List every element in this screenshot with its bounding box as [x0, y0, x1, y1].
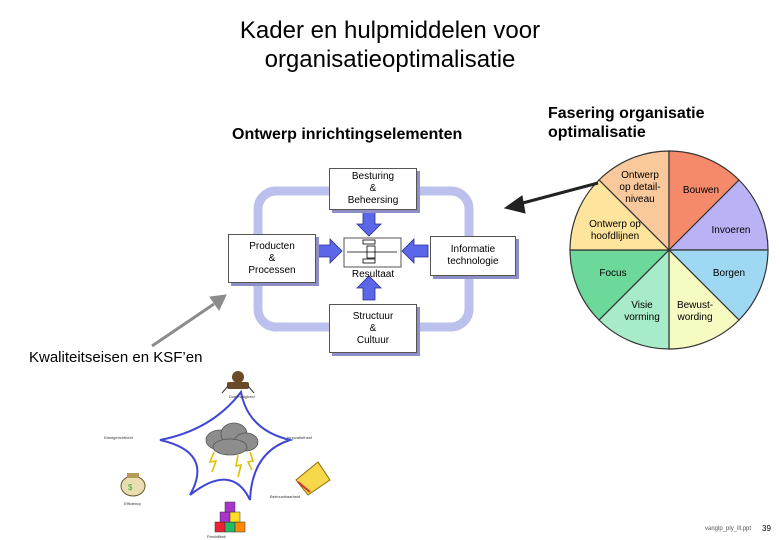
quality-label-4: Efficiency	[124, 501, 142, 506]
label-visievorming-2: vorming	[624, 312, 660, 323]
phase-wheel	[569, 150, 769, 350]
label-invoeren: Invoeren	[711, 225, 751, 236]
box-structuur-line-3: Cultuur	[356, 334, 390, 346]
arrow-from-left	[315, 238, 343, 264]
segment-invoeren	[667, 179, 769, 251]
label-ontwerp-hoofdlijnen-1: Ontwerp op	[589, 219, 641, 230]
box-structuur-line-2: &	[369, 322, 377, 334]
blocks-icon	[214, 501, 246, 533]
label-focus: Focus	[599, 268, 627, 279]
label-visievorming-1: Visie	[631, 300, 653, 311]
lightning-icon	[208, 451, 255, 478]
box-informatie: Informatie technologie	[430, 236, 516, 276]
segment-visievorming	[598, 248, 670, 350]
box-producten: Producten & Processen	[228, 234, 316, 283]
phasing-heading: Fasering organisatie optimalisatie	[548, 104, 705, 142]
notepad-icon	[295, 461, 331, 496]
label-bewustwording: Bewust- wording	[668, 300, 722, 324]
box-producten-line-3: Processen	[248, 264, 296, 276]
quality-label-6: Flexibiliteit	[207, 534, 226, 539]
label-borgen: Borgen	[712, 268, 746, 279]
box-besturing: Besturing & Beheersing	[329, 168, 417, 210]
segment-borgen	[667, 249, 769, 321]
title-line-2: organisatieoptimalisatie	[264, 46, 516, 73]
segment-bewustwording	[668, 248, 740, 350]
segment-ontwerp-detail	[598, 150, 670, 252]
label-ontwerp-detail: Ontwerp op detail- niveau	[612, 170, 668, 206]
arrow-from-right	[401, 238, 429, 264]
quality-label-3: Innovatiefheid	[287, 435, 312, 440]
quality-heading: Kwaliteitseisen en KSF’en	[29, 349, 203, 366]
result-mini-diagram	[347, 239, 397, 264]
result-box	[343, 237, 402, 268]
box-producten-line-2: &	[268, 252, 276, 264]
black-arrow	[503, 181, 599, 214]
quality-label-2: Klantgerichtheid	[104, 435, 133, 440]
label-ontwerp-detail-2: op detail-	[619, 182, 661, 193]
segment-focus	[569, 249, 671, 321]
box-structuur: Structuur & Cultuur	[329, 304, 417, 353]
box-besturing-line-2: &	[369, 183, 377, 194]
footer-file: vanglp_ply_ill.ppt	[705, 526, 752, 532]
box-besturing-line-3: Beheersing	[347, 195, 399, 206]
inward-arrows	[315, 211, 429, 301]
label-ontwerp-detail-3: niveau	[625, 194, 655, 205]
quality-label-5: Betrouwbaarheid	[270, 494, 301, 499]
arrow-from-top	[356, 211, 382, 237]
box-besturing-line-1: Besturing	[351, 171, 395, 182]
result-label: Resultaat	[351, 269, 395, 280]
box-informatie-line-1: Informatie	[450, 244, 496, 255]
page-title: Kader en hulpmiddelen voor organisatieop…	[0, 16, 780, 74]
label-bewustwording-2: wording	[677, 312, 713, 323]
box-informatie-line-2: technologie	[447, 256, 499, 267]
design-heading: Ontwerp inrichtingselementen	[232, 126, 463, 143]
footer-page: 39	[762, 524, 771, 533]
label-ontwerp-hoofdlijnen: Ontwerp op hoofdlijnen	[582, 219, 648, 243]
box-structuur-line-1: Structuur	[352, 310, 394, 322]
label-ontwerp-hoofdlijnen-2: hoofdlijnen	[590, 231, 640, 242]
phasing-heading-line-1: Fasering organisatie	[548, 105, 705, 122]
storm-cloud-icon	[205, 422, 259, 456]
money-bag-icon: $	[120, 473, 146, 497]
label-bewustwording-1: Bewust-	[676, 300, 714, 311]
arrow-from-bottom	[356, 275, 382, 301]
segment-bouwen	[668, 150, 740, 252]
label-bouwen: Bouwen	[682, 185, 720, 196]
label-ontwerp-detail-1: Ontwerp	[621, 170, 659, 181]
phasing-heading-line-2: optimalisatie	[548, 124, 646, 141]
gray-arrow	[151, 294, 227, 348]
title-line-1: Kader en hulpmiddelen voor	[239, 17, 541, 44]
quality-label-1: Doelmatigheid	[229, 394, 255, 399]
label-visievorming: Visie vorming	[616, 300, 668, 324]
puppet-icon	[221, 371, 255, 394]
box-producten-line-1: Producten	[249, 240, 295, 252]
svg-text:$: $	[128, 483, 133, 492]
